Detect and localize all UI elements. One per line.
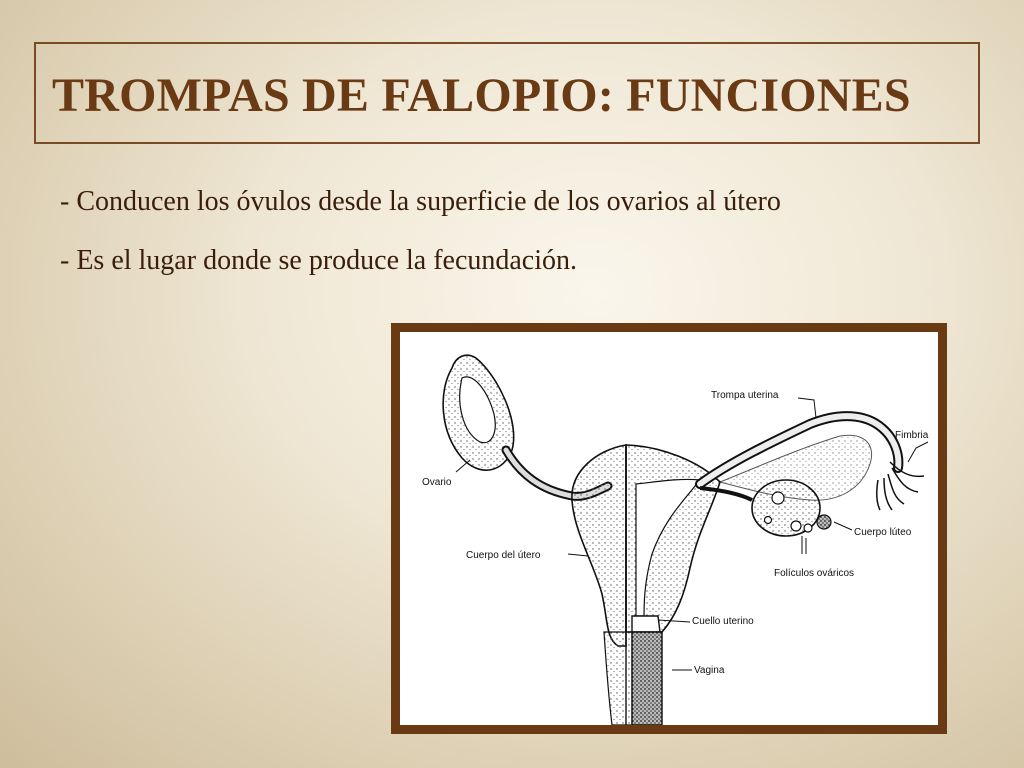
fimbriae (875, 461, 925, 511)
anatomy-diagram-frame: Trompa uterina Fimbria Ovario Cuerpo lút… (391, 323, 947, 734)
uterus-left-half (571, 444, 627, 647)
label-ovario: Ovario (422, 477, 452, 488)
label-fimbria: Fimbria (895, 430, 929, 441)
label-cuello: Cuello uterino (692, 616, 754, 627)
label-vagina: Vagina (694, 665, 725, 676)
label-cuerpo-luteo: Cuerpo lúteo (854, 527, 912, 538)
uterus-diagram: Trompa uterina Fimbria Ovario Cuerpo lút… (422, 354, 929, 725)
ovarian-follicles (763, 491, 813, 533)
label-foliculos: Folículos ováricos (774, 568, 854, 579)
bullet-list: - Conducen los óvulos desde la superfici… (60, 186, 781, 304)
vagina-section (631, 631, 663, 725)
label-trompa: Trompa uterina (711, 390, 779, 401)
cervix (631, 615, 661, 633)
left-ovary-inner (459, 376, 496, 444)
vagina-left (603, 631, 633, 725)
bullet-item-2: - Es el lugar donde se produce la fecund… (60, 245, 578, 276)
title-box: TROMPAS DE FALOPIO: FUNCIONES (34, 42, 980, 144)
corpus-luteum (816, 514, 832, 530)
uterine-cavity (635, 478, 702, 617)
bullet-item-1: - Conducen los óvulos desde la superfici… (60, 186, 781, 217)
label-cuerpo-utero: Cuerpo del útero (466, 550, 541, 561)
slide-title: TROMPAS DE FALOPIO: FUNCIONES (52, 69, 911, 122)
